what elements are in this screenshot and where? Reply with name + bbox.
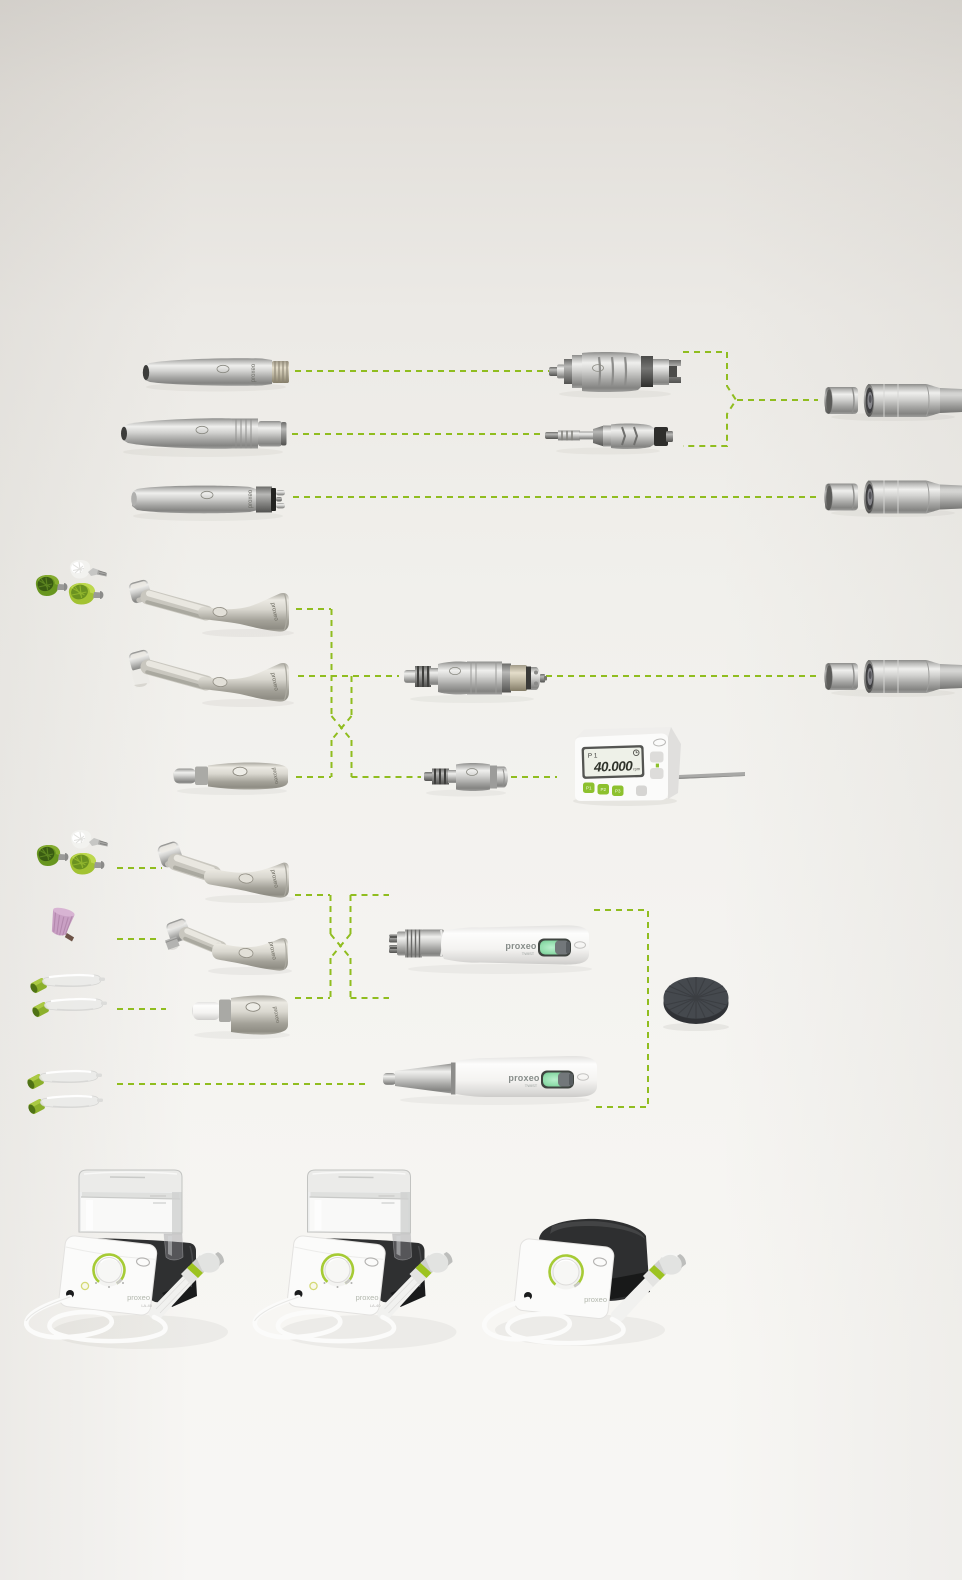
svg-text:proxeo: proxeo: [505, 941, 537, 951]
svg-text:proxeo: proxeo: [584, 1295, 607, 1304]
svg-text:proxeo: proxeo: [248, 489, 254, 508]
svg-text:proxeo: proxeo: [251, 363, 257, 382]
svg-text:TWIST: TWIST: [522, 951, 535, 956]
svg-text:proxeo: proxeo: [508, 1073, 540, 1083]
svg-text:40.000: 40.000: [593, 758, 634, 774]
svg-text:LA-40: LA-40: [141, 1303, 152, 1308]
svg-text:rpm: rpm: [633, 766, 641, 771]
svg-text:proxeo: proxeo: [271, 767, 280, 785]
svg-text:proxeo: proxeo: [269, 672, 279, 692]
svg-text:TWIST: TWIST: [525, 1083, 538, 1088]
svg-text:proxeo: proxeo: [272, 1006, 281, 1024]
svg-text:P 1: P 1: [588, 752, 598, 759]
svg-text:P2: P2: [600, 787, 606, 792]
svg-text:proxeo: proxeo: [127, 1293, 150, 1302]
svg-text:P3: P3: [615, 789, 621, 794]
svg-text:P1: P1: [586, 786, 592, 791]
svg-text:proxeo: proxeo: [269, 869, 279, 889]
svg-text:proxeo: proxeo: [267, 941, 277, 961]
svg-text:proxeo: proxeo: [269, 602, 279, 622]
